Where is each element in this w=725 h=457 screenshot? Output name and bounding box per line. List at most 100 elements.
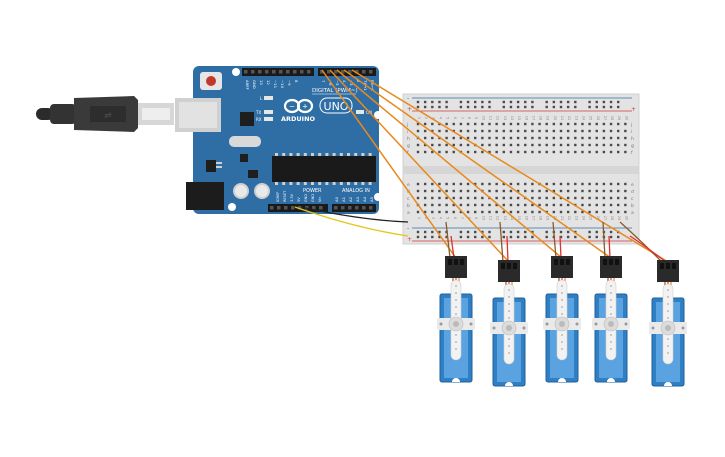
breadboard-hole[interactable] [595,210,598,214]
rail-hole[interactable] [488,105,491,109]
breadboard-hole[interactable] [502,150,505,154]
breadboard-hole[interactable] [416,210,420,214]
rail-hole[interactable] [488,230,491,234]
breadboard-hole[interactable] [445,150,448,154]
breadboard-hole[interactable] [538,150,541,154]
breadboard-hole[interactable] [609,196,613,200]
breadboard-hole[interactable] [574,196,577,200]
breadboard-hole[interactable] [495,122,498,126]
breadboard-hole[interactable] [545,143,548,147]
breadboard-hole[interactable] [566,150,570,154]
breadboard-hole[interactable] [452,122,455,126]
breadboard-hole[interactable] [481,203,484,207]
wire-pwr-servo-4[interactable] [608,235,611,259]
header-pin[interactable] [362,206,366,210]
breadboard-hole[interactable] [609,182,613,186]
breadboard-hole[interactable] [581,122,584,126]
breadboard-hole[interactable] [595,150,598,154]
rail-hole[interactable] [509,230,513,234]
rail-hole[interactable] [502,235,505,239]
breadboard-hole[interactable] [495,136,498,140]
header-pin[interactable] [341,70,345,74]
rail-hole[interactable] [524,235,527,239]
breadboard-hole[interactable] [581,203,584,207]
breadboard-hole[interactable] [624,136,627,140]
breadboard-hole[interactable] [617,129,620,133]
breadboard-hole[interactable] [588,196,591,200]
rail-hole[interactable] [459,105,463,109]
breadboard-hole[interactable] [602,189,606,193]
breadboard-hole[interactable] [516,122,520,126]
breadboard-hole[interactable] [609,150,613,154]
breadboard-hole[interactable] [431,136,434,140]
rail-hole[interactable] [595,235,598,239]
breadboard-hole[interactable] [502,210,505,214]
breadboard-hole[interactable] [602,210,606,214]
breadboard-hole[interactable] [452,150,455,154]
breadboard-hole[interactable] [423,210,427,214]
rail-hole[interactable] [531,230,534,234]
rail-hole[interactable] [559,235,563,239]
breadboard-hole[interactable] [481,129,484,133]
breadboard-hole[interactable] [552,203,556,207]
rail-hole[interactable] [509,100,513,104]
rail-hole[interactable] [566,105,570,109]
breadboard-hole[interactable] [552,196,556,200]
breadboard-hole[interactable] [488,136,491,140]
breadboard-hole[interactable] [431,143,434,147]
header-pin[interactable] [320,70,324,74]
breadboard-hole[interactable] [559,182,563,186]
breadboard-hole[interactable] [559,196,563,200]
breadboard-hole[interactable] [545,136,548,140]
breadboard-hole[interactable] [438,210,441,214]
breadboard-hole[interactable] [481,150,484,154]
rail-hole[interactable] [481,235,484,239]
breadboard-hole[interactable] [545,196,548,200]
breadboard-hole[interactable] [552,210,556,214]
rail-hole[interactable] [609,100,613,104]
breadboard-hole[interactable] [516,143,520,147]
breadboard-hole[interactable] [445,196,448,200]
breadboard-hole[interactable] [552,182,556,186]
breadboard-hole[interactable] [438,129,441,133]
breadboard-hole[interactable] [438,143,441,147]
breadboard-hole[interactable] [474,122,477,126]
rail-hole[interactable] [609,105,613,109]
breadboard-hole[interactable] [609,203,613,207]
rail-hole[interactable] [545,230,548,234]
rail-hole[interactable] [617,105,620,109]
breadboard-hole[interactable] [609,210,613,214]
breadboard-hole[interactable] [609,143,613,147]
breadboard-hole[interactable] [552,143,556,147]
breadboard-hole[interactable] [588,129,591,133]
rail-hole[interactable] [431,235,434,239]
rail-hole[interactable] [466,230,470,234]
wire-signal-servo-1[interactable] [321,69,457,259]
breadboard-hole[interactable] [495,210,498,214]
breadboard-hole[interactable] [588,136,591,140]
breadboard-hole[interactable] [416,150,420,154]
breadboard-hole[interactable] [466,189,470,193]
rail-hole[interactable] [431,100,434,104]
header-pin[interactable] [291,206,295,210]
breadboard-hole[interactable] [502,143,505,147]
header-pin[interactable] [334,206,338,210]
breadboard-hole[interactable] [445,129,448,133]
breadboard-hole[interactable] [524,210,527,214]
rail-hole[interactable] [416,230,420,234]
header-pin[interactable] [334,70,338,74]
breadboard-hole[interactable] [524,203,527,207]
breadboard-hole[interactable] [524,189,527,193]
rail-hole[interactable] [574,235,577,239]
breadboard-hole[interactable] [516,129,520,133]
breadboard-hole[interactable] [416,129,420,133]
rail-hole[interactable] [516,105,520,109]
breadboard-hole[interactable] [559,189,563,193]
breadboard-hole[interactable] [617,182,620,186]
breadboard-hole[interactable] [552,150,556,154]
breadboard-hole[interactable] [531,150,534,154]
breadboard-hole[interactable] [516,203,520,207]
header-pin[interactable] [279,70,283,74]
breadboard-hole[interactable] [431,182,434,186]
wire-5v[interactable] [294,206,409,237]
